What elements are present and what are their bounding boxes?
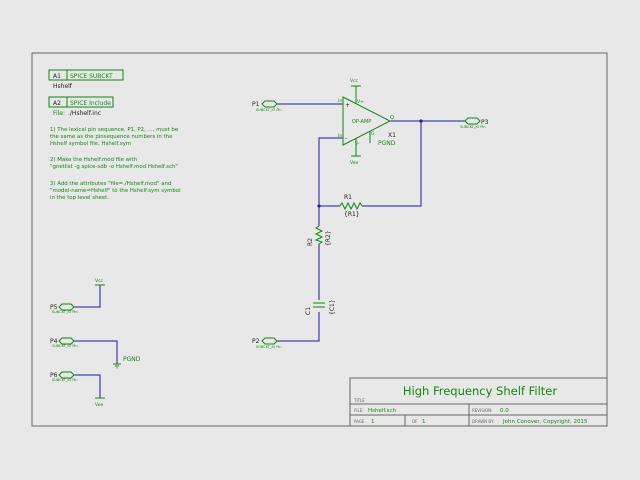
a2-file-value: ./Hshelf.inc [68,110,101,117]
opamp-vee-label: Vee [350,160,358,166]
port-p4-label: P4 [50,338,58,345]
junction-dot [317,204,321,208]
junction-dot [419,119,423,123]
of-value: 1 [422,419,426,425]
vcc-symbol[interactable]: Vcc [95,278,105,286]
a2-file-label: File: [53,110,65,117]
r2-ref: R2 [307,238,314,246]
of-label: OF [412,419,418,424]
port-p2[interactable]: P2 SUBCKT_IO Pin [252,337,282,349]
opamp-pin-in-pos: In [338,98,342,104]
resistor-r1[interactable]: R1 {R1} [339,194,363,218]
port-p6-type: SUBCKT_IO Pin [52,378,78,382]
instruction-line: "model-name=Hshelf" to the Hshelf.sym sy… [50,188,181,194]
opamp-minus-sign: - [345,135,347,142]
vcc-label: Vcc [95,278,104,284]
title-block: High Frequency Shelf Filter TITLE FILE: … [349,377,608,427]
net-junctions [317,119,423,208]
r1-ref: R1 [344,194,352,201]
port-p2-type: SUBCKT_IO Pin [256,345,282,349]
port-p3-label: P3 [481,119,489,126]
a2-text: SPICE Include [70,100,111,107]
port-p3[interactable]: P3 SUBCKT_IO Pin [460,117,489,129]
a1-text: SPICE SUBCKT [70,73,113,80]
opamp-gnd-net: PGND [378,140,396,147]
opamp-pin-vminus: V- [355,141,360,147]
drawn-by-label: DRAWN BY: [472,419,494,424]
port-p6-label: P6 [50,372,58,379]
opamp-pin-gnd: G [371,131,375,137]
file-label: FILE: [354,408,364,413]
capacitor-c1[interactable]: C1 {C1} [305,299,336,315]
vee-label: Vee [95,402,103,408]
instruction-line: 1) The lexical pin sequence, P1, P2, ...… [50,127,179,133]
spice-subckt-block[interactable]: A1 SPICE SUBCKT Hshelf [48,69,124,90]
opamp-pin-in-neg: In [338,133,342,139]
c1-value: {C1} [329,299,336,315]
spice-include-block[interactable]: A2 SPICE Include File: ./Hshelf.inc [48,96,114,117]
pgnd-label: PGND [123,356,141,363]
instruction-line: 2) Make the Hshelf.mod file with [50,157,137,163]
file-value: Hshelf.sch [368,408,397,414]
title-text: High Frequency Shelf Filter [403,384,557,398]
instructions-text: 1) The lexical pin sequence, P1, P2, ...… [50,127,181,201]
port-p1-type: SUBCKT_IO Pin [256,108,282,112]
opamp-ref: X1 [388,132,396,139]
port-p4-type: SUBCKT_IO Pin [52,344,78,348]
vee-symbol[interactable]: Vee [95,397,105,408]
wires [74,103,465,398]
port-p4[interactable]: P4 SUBCKT_IO Pin [50,337,78,348]
pgnd-symbol[interactable]: PGND [113,356,141,369]
revision-value: 0.0 [500,408,509,414]
port-p1-label: P1 [252,101,260,108]
a1-ref: A1 [53,73,61,80]
r1-value: {R1} [344,211,360,218]
port-p3-type: SUBCKT_IO Pin [460,125,486,129]
opamp-plus-sign: + [345,102,350,109]
drawn-by-value: John Conover, Copyright, 2015 [502,419,588,425]
revision-label: REVISION: [472,408,492,413]
opamp-vcc-label: Vcc [350,78,359,84]
a2-ref: A2 [53,100,61,107]
opamp-label: OP-AMP [352,119,371,125]
r2-value: {R2} [325,230,332,246]
instruction-line: 3) Add the attributes "file=./Hshelf.mod… [50,181,171,187]
c1-ref: C1 [305,307,312,315]
port-p5-label: P5 [50,304,58,311]
page-value: 1 [371,419,375,425]
port-p1[interactable]: P1 SUBCKT_IO Pin [252,100,282,112]
resistor-r2[interactable]: R2 {R2} [307,225,332,246]
page-label: PAGE [354,419,365,424]
title-label: TITLE [353,398,365,403]
instruction-line: in the top level sheet. [50,195,109,201]
port-p5-type: SUBCKT_IO Pin [52,310,78,314]
instruction-line: Hshelf symbol file, Hshelf.sym [50,141,131,147]
a1-value: Hshelf [53,83,73,90]
sheet-border [31,52,608,427]
opamp-x1[interactable]: In + In - V+ V- O G OP-AMP X1 PGND Vcc V… [338,78,396,166]
instruction-line: the same as the pinsequence numbers in t… [50,134,173,140]
instruction-line: "gnetlist -g spice-sdb -o Hshelf.mod Hsh… [50,164,178,170]
port-p6[interactable]: P6 SUBCKT_IO Pin [50,371,78,382]
port-p5[interactable]: P5 SUBCKT_IO Pin [50,303,78,314]
opamp-pin-vplus: V+ [357,99,364,105]
opamp-pin-out: O [390,115,394,121]
port-p2-label: P2 [252,338,260,345]
